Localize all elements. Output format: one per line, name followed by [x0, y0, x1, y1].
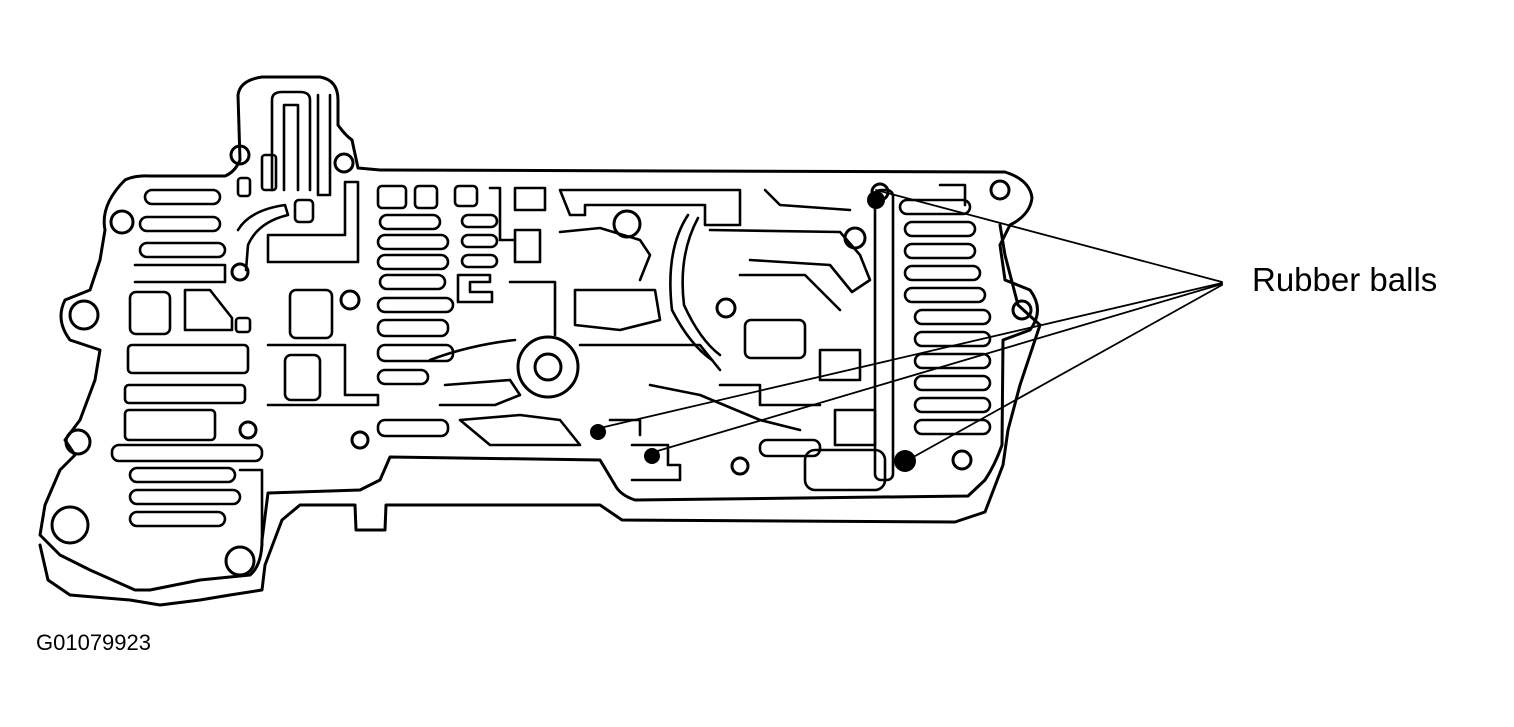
figure-id: G01079923: [36, 630, 151, 655]
rubber-balls-label: Rubber balls: [1252, 261, 1438, 298]
channels-left: [110, 90, 332, 547]
leader-line: [907, 284, 1223, 461]
rubber-ball: [894, 450, 916, 472]
plate-thickness-edge: [38, 223, 1042, 607]
callout-leader-lines: [599, 189, 1223, 461]
leader-line: [599, 282, 1223, 429]
leader-line: [875, 189, 1223, 283]
channels-right: [558, 183, 992, 492]
leader-line: [653, 283, 1223, 453]
rubber-ball: [867, 191, 885, 209]
channels-middle: [266, 180, 582, 447]
